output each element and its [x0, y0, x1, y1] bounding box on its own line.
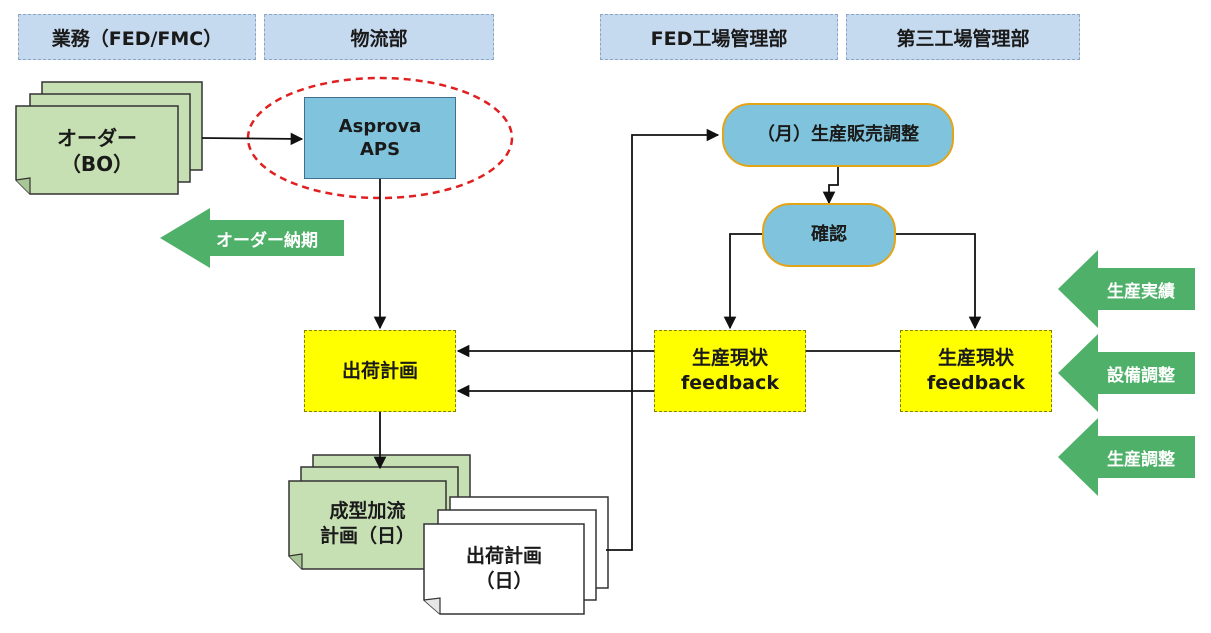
confirm-label: 確認 — [811, 224, 847, 246]
daily-ship-label-line2: （日） — [475, 570, 533, 592]
daily-ship-label-line1: 出荷計画 — [465, 545, 542, 568]
status1-label-line1: 生産現状 — [691, 347, 768, 370]
production-status-box-2[interactable]: 生産現状 feedback — [900, 330, 1052, 412]
aps-label-line2: APS — [359, 139, 401, 160]
production-results-arrow — [1058, 250, 1195, 328]
molding-label-line1: 成型加流 — [329, 500, 406, 523]
header-logistics: 物流部 — [264, 14, 494, 60]
daily-ship-to-monthly-connector — [606, 128, 720, 551]
production-adjust-label: 生産調整 — [1107, 449, 1175, 470]
status2-label-line1: 生産現状 — [937, 347, 1014, 370]
order-label-line1: オーダー — [57, 126, 137, 150]
confirm-to-status2-connector — [896, 233, 982, 330]
production-status-box-1[interactable]: 生産現状 feedback — [654, 330, 806, 412]
order-due-label: オーダー納期 — [216, 230, 318, 251]
status1-label-line2: feedback — [681, 372, 779, 394]
order-due-arrow — [160, 208, 344, 268]
production-results-label: 生産実績 — [1107, 281, 1175, 302]
order-to-aps-connector — [201, 132, 304, 146]
shipping-plan-label: 出荷計画 — [341, 359, 418, 382]
monthly-adjust-node[interactable]: （月）生産販売調整 — [722, 103, 954, 167]
monthly-adjust-label: （月）生産販売調整 — [757, 124, 919, 146]
asprova-aps-box[interactable]: Asprova APS — [304, 97, 456, 179]
equipment-adjust-label: 設備調整 — [1107, 365, 1175, 386]
order-label-line2: （BO） — [60, 152, 134, 176]
molding-label-line2: 計画（日） — [319, 525, 415, 547]
molding-plan-document — [288, 454, 471, 570]
confirm-to-status1-connector — [723, 233, 764, 330]
equipment-adjust-arrow — [1058, 334, 1195, 412]
daily-shipping-document — [423, 496, 609, 615]
header-fed-factory: FED工場管理部 — [600, 14, 838, 60]
header-business: 業務（FED/FMC） — [18, 14, 256, 60]
order-document — [15, 81, 203, 195]
production-adjust-arrow — [1058, 418, 1195, 496]
aps-label-line1: Asprova — [338, 115, 422, 137]
shipping-plan-box[interactable]: 出荷計画 — [304, 330, 456, 412]
monthly-to-confirm-connector — [822, 166, 839, 205]
confirm-node[interactable]: 確認 — [762, 203, 896, 267]
status2-label-line2: feedback — [927, 372, 1025, 394]
order-label: オーダー （BO） — [16, 114, 178, 188]
header-third-factory: 第三工場管理部 — [846, 14, 1080, 60]
daily-shipping-label: 出荷計画 （日） — [424, 530, 584, 608]
molding-plan-label: 成型加流 計画（日） — [289, 484, 446, 564]
